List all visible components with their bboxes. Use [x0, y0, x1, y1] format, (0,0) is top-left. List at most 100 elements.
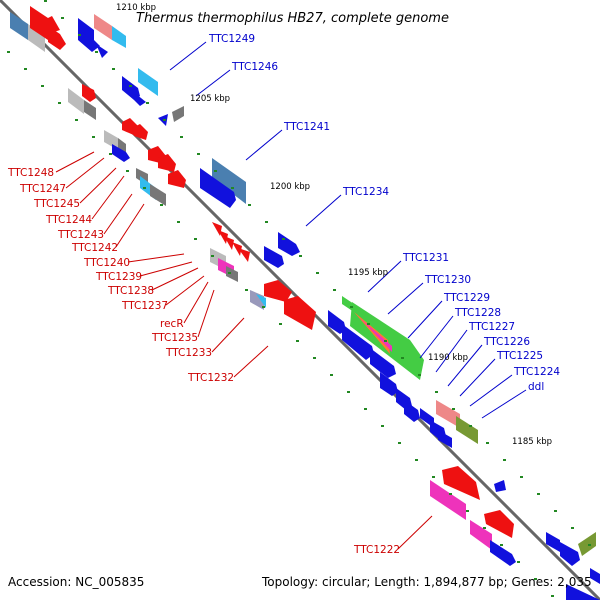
gene-arrow [28, 24, 45, 52]
gene-label[interactable]: ddl [528, 381, 544, 393]
gene-label[interactable]: TTC1239 [95, 271, 142, 283]
tick-dot [160, 204, 163, 206]
tick-label: 1205 kbp [190, 94, 230, 104]
tick-dot [262, 306, 265, 308]
gene-label[interactable]: TTC1232 [187, 372, 234, 384]
leader-line [245, 129, 283, 161]
leader-line [211, 317, 245, 353]
tick-dot [347, 391, 350, 393]
gene-arrow [342, 324, 374, 360]
gene-label[interactable]: TTC1224 [513, 366, 560, 378]
leader-line [459, 358, 496, 397]
leader-line [197, 289, 215, 338]
gene-label[interactable]: TTC1243 [57, 229, 104, 241]
gene-arrow [264, 280, 292, 302]
tick-dot [163, 119, 166, 121]
gene-label[interactable]: TTC1226 [483, 336, 530, 348]
tick-dot [534, 578, 537, 580]
gene-label[interactable]: TTC1241 [283, 121, 330, 133]
gene-label[interactable]: TTC1238 [107, 285, 154, 297]
gene-label[interactable]: TTC1225 [496, 350, 543, 362]
leader-line [195, 69, 231, 97]
leader-line-group [55, 41, 527, 550]
tick-dot [58, 102, 61, 104]
gene-label[interactable]: TTC1231 [402, 252, 449, 264]
gene-arrow [78, 18, 100, 52]
gene-arrow [48, 26, 66, 50]
gene-arrow [590, 568, 600, 584]
gene-arrow [94, 14, 112, 40]
gene-label[interactable]: TTC1230 [424, 274, 471, 286]
leader-line [127, 253, 185, 263]
gene-arrow [380, 372, 398, 396]
leader-line [233, 345, 269, 378]
gene-label[interactable]: TTC1244 [45, 214, 92, 226]
tick-dot [92, 136, 95, 138]
gene-label[interactable]: TTC1234 [342, 186, 389, 198]
tick-dot [180, 136, 183, 138]
gene-label[interactable]: TTC1235 [151, 332, 198, 344]
gene-label[interactable]: TTC1249 [208, 33, 255, 45]
tick-dot [537, 493, 540, 495]
leader-line [151, 267, 199, 291]
gene-label[interactable]: TTC1246 [231, 61, 278, 73]
gene-label[interactable]: TTC1228 [454, 307, 501, 319]
tick-dot [129, 85, 132, 87]
gene-block-group-lower [328, 296, 600, 600]
gene-arrow [172, 106, 184, 122]
tick-dot [112, 68, 115, 70]
tick-dot-group [7, 0, 591, 597]
gene-label[interactable]: TTC1227 [468, 321, 515, 333]
gene-arrow [560, 542, 580, 566]
gene-label[interactable]: TTC1240 [83, 257, 130, 269]
tick-dot [279, 323, 282, 325]
accession-text: Accession: NC_005835 [8, 575, 144, 589]
tick-dot [146, 102, 149, 104]
tick-label: 1200 kbp [270, 182, 310, 192]
tick-dot [435, 391, 438, 393]
gene-arrow [96, 44, 108, 58]
gene-arrow [436, 400, 460, 428]
tick-dot [588, 544, 591, 546]
forward-gene-labels: TTC1249 TTC1246 TTC1241 TTC1234 TTC1231 … [208, 33, 560, 393]
gene-label[interactable]: TTC1242 [71, 242, 118, 254]
tick-dot [24, 68, 27, 70]
gene-arrow [566, 584, 600, 600]
leader-line [387, 282, 424, 315]
leader-line [397, 515, 433, 550]
gene-arrow [232, 242, 242, 256]
tick-label: 1190 kbp [428, 353, 468, 363]
gene-arrow [278, 232, 300, 256]
leader-line [55, 151, 95, 173]
leader-line [165, 275, 205, 306]
gene-label[interactable]: TTC1222 [353, 544, 400, 556]
genome-summary-text: Topology: circular; Length: 1,894,877 bp… [261, 575, 592, 589]
gene-arrow [370, 348, 396, 378]
gene-arrow [250, 290, 264, 310]
gene-label[interactable]: TTC1233 [165, 347, 212, 359]
gene-arrow [200, 168, 236, 208]
tick-dot [214, 170, 217, 172]
leader-line [115, 203, 145, 248]
tick-dot [554, 510, 557, 512]
gene-arrow [138, 68, 158, 96]
leader-line [91, 175, 125, 220]
tick-dot [177, 221, 180, 223]
gene-label[interactable]: TTC1237 [121, 300, 168, 312]
tick-dot [449, 493, 452, 495]
tick-dot [483, 527, 486, 529]
gene-label[interactable]: recR [160, 318, 184, 330]
gene-arrow [494, 480, 506, 492]
tick-dot [384, 340, 387, 342]
gene-label[interactable]: TTC1248 [7, 167, 54, 179]
gene-arrow [546, 532, 560, 552]
gene-label[interactable]: TTC1247 [19, 183, 66, 195]
tick-dot [313, 357, 316, 359]
gene-label[interactable]: TTC1245 [33, 198, 80, 210]
gene-label[interactable]: TTC1229 [443, 292, 490, 304]
gene-arrow [256, 294, 266, 308]
tick-dot [245, 289, 248, 291]
tick-dot [231, 187, 234, 189]
gene-arrow [168, 170, 186, 188]
